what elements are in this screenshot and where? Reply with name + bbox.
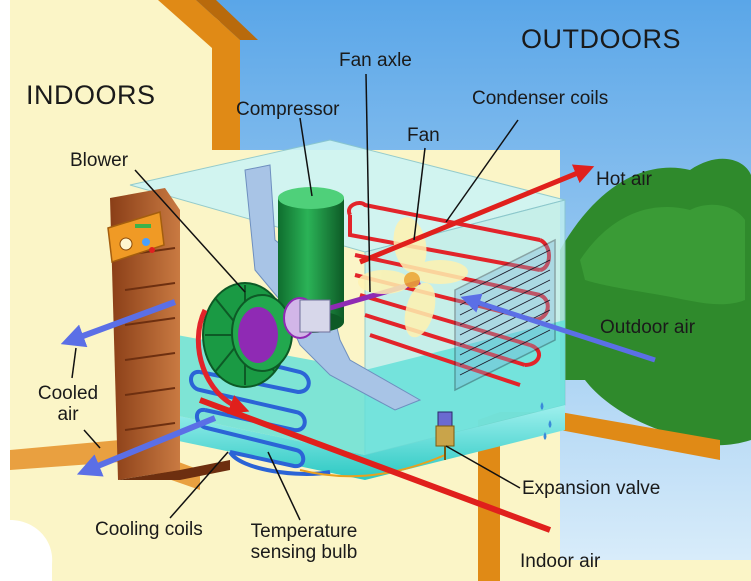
label-temperature-line1: Temperature	[250, 521, 358, 542]
fan-blades	[358, 217, 468, 338]
indoor-air-arrow	[198, 397, 552, 533]
label-fan-axle: Fan axle	[339, 50, 412, 71]
outdoor-air-arrow	[460, 293, 656, 363]
sky-bg	[182, 0, 751, 560]
label-compressor: Compressor	[236, 99, 340, 120]
wall-beam-top	[158, 0, 240, 150]
label-blower: Blower	[70, 150, 129, 171]
wall-beam-top-side	[196, 0, 258, 40]
label-outdoor-air: Outdoor air	[600, 317, 696, 338]
label-cooled-air: Cooled air	[32, 383, 104, 425]
label-expansion-valve: Expansion valve	[522, 478, 661, 499]
label-condenser-coils: Condenser coils	[472, 88, 609, 109]
label-temperature-sensing-bulb: Temperature sensing bulb	[236, 521, 372, 563]
water-drops	[540, 402, 552, 440]
cooled-air-arrow-top	[60, 299, 177, 348]
cooled-air-arrow-bottom	[76, 415, 217, 477]
control-panel	[107, 211, 165, 263]
region-label-indoors: INDOORS	[26, 80, 156, 110]
label-temperature-line2: sensing bulb	[250, 542, 358, 563]
label-cooled-air-line2: air	[57, 404, 79, 425]
label-hot-air: Hot air	[596, 169, 652, 190]
blower-component	[202, 282, 331, 388]
expansion-valve-component	[435, 411, 455, 460]
label-cooled-air-line1: Cooled	[37, 383, 99, 404]
cooling-coils	[189, 348, 331, 476]
blower-airflow-arc	[195, 308, 250, 414]
leader-lines	[71, 73, 521, 521]
label-indoor-air: Indoor air	[520, 551, 601, 572]
condenser-grille	[454, 238, 556, 392]
label-fan: Fan	[407, 125, 440, 146]
region-label-outdoors: OUTDOORS	[521, 24, 682, 54]
label-cooling-coils: Cooling coils	[95, 519, 203, 540]
wall-beam-bottom	[478, 412, 500, 581]
hot-air-arrow	[359, 164, 595, 265]
foliage-highlight	[580, 204, 745, 305]
corner-blob	[10, 520, 53, 581]
unit-base-tray	[150, 405, 565, 480]
